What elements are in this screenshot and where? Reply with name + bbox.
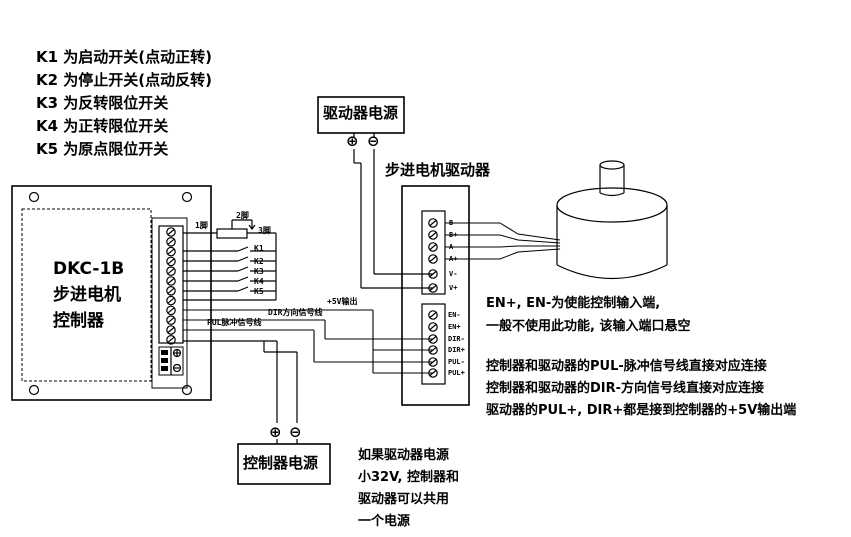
controller-terminal-screw <box>166 266 176 276</box>
controller-terminal-screw <box>166 325 176 335</box>
signal-note-line1: 控制器和驱动器的PUL-脉冲信号线直接对应连接 <box>486 359 767 374</box>
wire-5v-label: +5V输出 <box>327 297 358 306</box>
switch-contact <box>237 286 249 292</box>
switch-k3: K3 <box>254 267 264 276</box>
enable-note-line1: EN+, EN-为使能控制输入端, <box>486 296 661 311</box>
switch-k5: K5 <box>254 287 264 296</box>
stepper-motor <box>556 160 668 279</box>
pin-a-minus: A- <box>449 243 458 251</box>
power-note-line3: 驱动器可以共用 <box>358 492 450 507</box>
legend-k5: K5 为原点限位开关 <box>36 140 169 158</box>
pin-pul-plus: PUL+ <box>448 369 465 377</box>
controller-power-minus: ⊖ <box>289 423 302 441</box>
pin-a-plus: A+ <box>449 255 458 263</box>
signal-note-line3: 驱动器的PUL+, DIR+都是接到控制器的+5V输出端 <box>486 403 797 418</box>
controller-terminal-screw <box>166 305 176 316</box>
driver-power-plus: ⊕ <box>346 132 359 150</box>
legend-k3: K3 为反转限位开关 <box>36 94 169 112</box>
controller-power-plus: ⊕ <box>269 423 282 441</box>
switch-contact <box>237 266 249 272</box>
power-note-line1: 如果驱动器电源 <box>358 448 450 463</box>
switch-k1: K1 <box>254 244 264 253</box>
controller-power-box <box>183 340 331 485</box>
pin-en-plus: EN+ <box>448 323 461 331</box>
controller-terminal-screw <box>166 227 176 237</box>
power-note-line2: 小32V, 控制器和 <box>358 470 459 485</box>
wire-pul-label: PUL脉冲信号线 <box>207 318 262 327</box>
driver-power-title: 驱动器电源 <box>323 104 399 122</box>
switch-contact <box>237 246 249 252</box>
pot-pin2: 2脚 <box>236 211 249 220</box>
power-note-line4: 一个电源 <box>358 514 411 529</box>
pin-dir-plus: DIR+ <box>448 346 465 354</box>
switch-contact <box>237 256 249 262</box>
driver-terminal-screw <box>428 310 438 320</box>
switch-k4: K4 <box>254 277 264 286</box>
controller-board <box>11 185 212 401</box>
driver-terminal-screw <box>428 254 438 264</box>
pin-dir-minus: DIR- <box>448 335 465 343</box>
pin-b-minus: B- <box>449 219 458 227</box>
controller-terminal-screw <box>166 256 176 267</box>
controller-terminal-screw <box>166 334 176 345</box>
pin-pul-minus: PUL- <box>448 358 465 366</box>
controller-terminal-screw <box>166 315 176 325</box>
driver-power-minus: ⊖ <box>367 132 380 150</box>
legend-k4: K4 为正转限位开关 <box>36 117 169 135</box>
enable-note-line2: 一般不使用此功能, 该输入端口悬空 <box>486 319 691 334</box>
driver-terminal-screw <box>428 230 438 240</box>
controller-line2: 步进电机 <box>53 285 121 305</box>
driver-power-wires <box>353 149 433 289</box>
motor-phase-wires <box>445 222 561 260</box>
controller-power-title: 控制器电源 <box>243 454 319 472</box>
pot-pin1: 1脚 <box>195 221 208 230</box>
signal-note-line2: 控制器和驱动器的DIR-方向信号线直接对应连接 <box>486 381 765 396</box>
pin-v-minus: V- <box>449 270 458 278</box>
switch-contact <box>237 276 249 282</box>
pin-v-plus: V+ <box>449 284 458 292</box>
legend-k1: K1 为启动开关(点动正转) <box>36 48 212 66</box>
driver-terminal-screw <box>428 242 438 252</box>
pin-en-minus: EN- <box>448 311 461 319</box>
switch-k2: K2 <box>254 257 264 266</box>
wire-dir-label: DIR方向信号线 <box>268 308 323 317</box>
controller-terminal-screw <box>166 295 176 306</box>
driver-power-box <box>317 96 405 138</box>
pot-pin3: 3脚 <box>258 226 271 235</box>
driver-title: 步进电机驱动器 <box>385 161 491 179</box>
controller-terminal-screw <box>166 276 176 286</box>
controller-line3: 控制器 <box>53 311 104 331</box>
signal-wires <box>183 309 433 374</box>
driver-box <box>401 185 470 406</box>
controller-terminal-screw <box>166 237 176 247</box>
controller-terminal-block <box>158 225 184 376</box>
controller-terminal-screw <box>166 285 176 296</box>
driver-terminal-screw <box>428 218 438 228</box>
controller-terminal-screw <box>166 246 176 257</box>
legend-k2: K2 为停止开关(点动反转) <box>36 71 212 89</box>
controller-model: DKC-1B <box>53 259 125 279</box>
switch-wiring <box>183 246 277 301</box>
driver-terminal-screw <box>428 322 438 332</box>
pin-b-plus: B+ <box>449 231 458 239</box>
